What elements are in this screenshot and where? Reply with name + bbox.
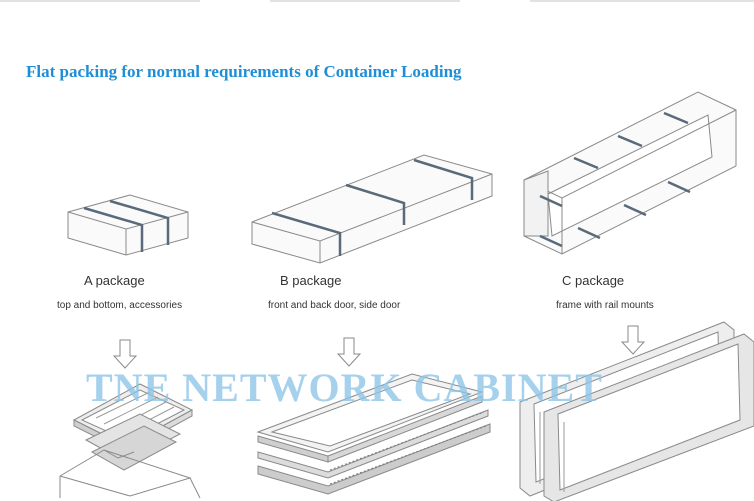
top-border-segment-2: [270, 0, 460, 2]
arrow-b: [336, 337, 362, 367]
arrow-c: [620, 325, 646, 355]
package-c-label: C package: [562, 273, 625, 288]
package-b-exploded: [256, 373, 491, 495]
package-c-desc: frame with rail mounts: [556, 300, 654, 311]
package-a-box: [67, 194, 189, 256]
package-b-box: [251, 154, 493, 264]
package-c-frame: [523, 91, 737, 255]
package-c-exploded: [519, 321, 754, 501]
top-border-segment-1: [0, 0, 200, 2]
package-b-desc: front and back door, side door: [268, 300, 401, 311]
arrow-a: [112, 339, 138, 369]
package-a-exploded: [59, 383, 201, 499]
package-b-label: B package: [280, 273, 342, 288]
page-title: Flat packing for normal requirements of …: [26, 62, 462, 81]
top-border-segment-3: [530, 0, 754, 2]
package-a-label: A package: [84, 273, 145, 288]
package-a-desc: top and bottom, accessories: [57, 300, 183, 311]
watermark-text: TNE NETWORK CABINET: [86, 365, 603, 410]
